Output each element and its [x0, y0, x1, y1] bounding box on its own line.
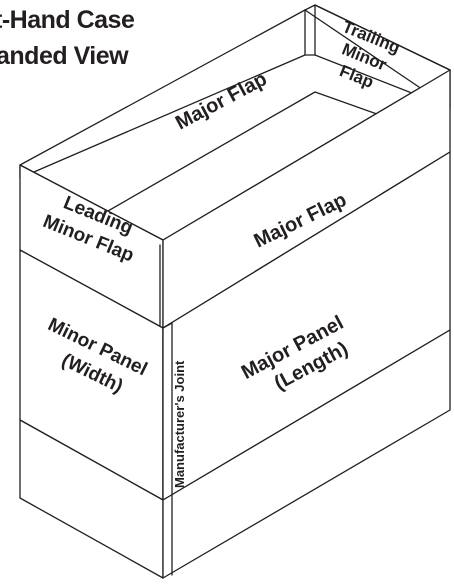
bottom-major-flap	[162, 329, 451, 579]
diagram-title-line-1: t-Hand Case	[0, 6, 135, 34]
label-manufacturers-joint: Manufacturer's Joint	[172, 360, 187, 488]
manufacturers-joint-strip	[162, 322, 173, 501]
diagram-title-line-2: anded View	[0, 42, 129, 70]
